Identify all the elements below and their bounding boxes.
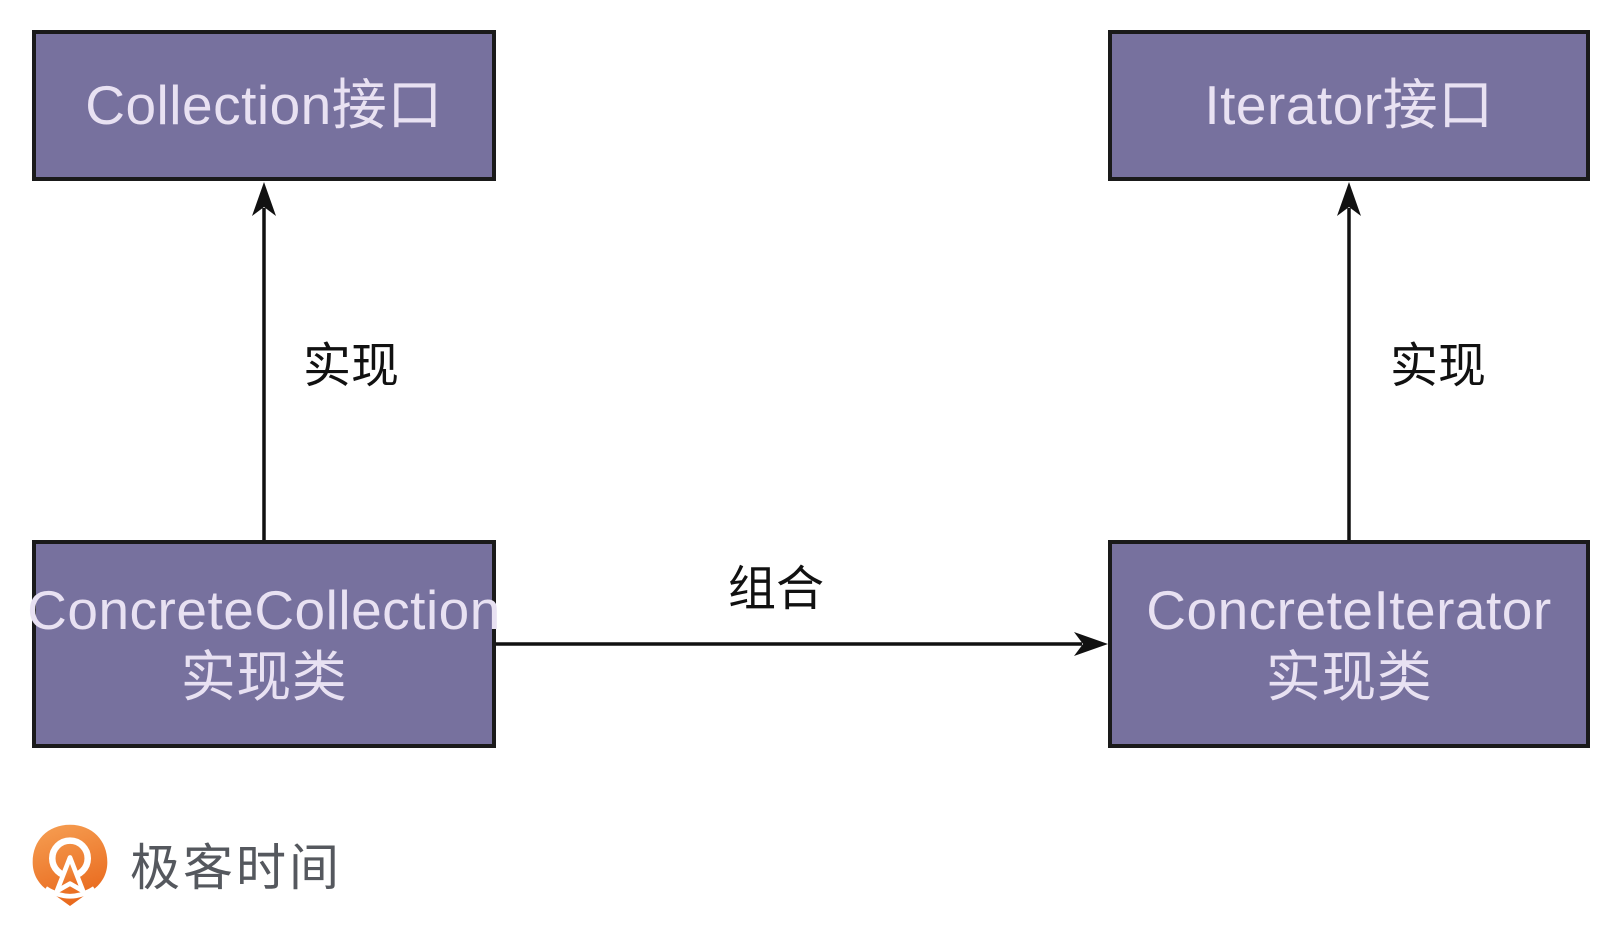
node-concrete-iterator: ConcreteIterator 实现类 [1108,540,1590,748]
node-label-line2: 实现类 [1265,646,1433,708]
realization-arrow-left [252,182,276,540]
geektime-logo-text: 极客时间 [130,840,342,896]
realization-arrow-right [1337,182,1361,540]
geektime-logo: 极客时间 [28,822,342,906]
node-concrete-collection: ConcreteCollection 实现类 [27,540,500,748]
node-label: Collection接口 [85,73,443,136]
geektime-logo-icon [32,824,108,906]
node-label-line1: ConcreteIterator [1146,578,1552,641]
edge-label-right-realization: 实现 [1390,340,1487,393]
logo-crescent-gap [44,886,96,899]
logo-arrow [54,855,86,894]
edge-label-left-realization: 实现 [303,340,400,393]
composition-arrow [496,632,1108,656]
node-collection-interface: Collection接口 [32,30,496,181]
node-label: Iterator接口 [1204,73,1494,136]
node-label-line2: 实现类 [180,646,348,708]
node-label-line1: ConcreteCollection [27,578,501,641]
node-iterator-interface: Iterator接口 [1108,30,1590,181]
edge-label-composition: 组合 [728,563,825,616]
